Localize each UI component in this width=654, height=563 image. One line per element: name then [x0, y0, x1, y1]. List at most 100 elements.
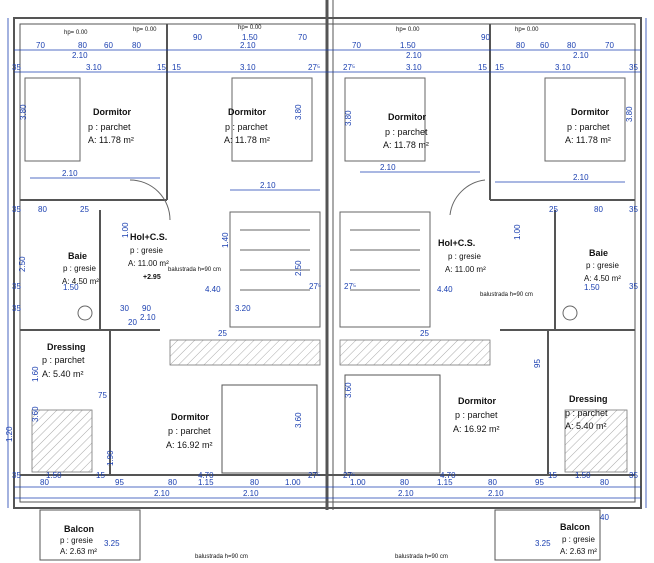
- room-area: A: 11.78 m²: [88, 135, 134, 145]
- room-name: Balcon: [64, 524, 94, 534]
- level-marker: +2.95: [143, 274, 161, 281]
- dim-label: 15: [157, 63, 166, 72]
- dim-label: 1.90: [106, 450, 115, 466]
- room-area: A: 11.78 m²: [565, 135, 611, 145]
- dim-label: 80: [516, 41, 525, 50]
- dim-label: 2.10: [62, 169, 78, 178]
- room-finish: p : parchet: [225, 122, 268, 132]
- balustrada-label: balustrada h=90 cm: [480, 292, 533, 298]
- room-labels: Dormitor p : parchet A: 11.78 m² Dormito…: [42, 107, 621, 556]
- room-finish: p : gresie: [130, 246, 163, 255]
- dim-label: 70: [352, 41, 361, 50]
- dim-label: 1.00: [285, 478, 301, 487]
- dim-label: 2.10: [140, 313, 156, 322]
- room-name: Dormitor: [93, 107, 131, 117]
- room-name: Dormitor: [388, 112, 426, 122]
- dim-label: 35: [629, 282, 638, 291]
- dim-label: 1.50: [584, 283, 600, 292]
- dim-label: 27⁵: [344, 282, 356, 291]
- room-name: Dormitor: [171, 412, 209, 422]
- dim-label: 35: [12, 304, 21, 313]
- dim-label: 80: [38, 205, 47, 214]
- dimension-lines: [7, 18, 647, 508]
- dim-label: 4.40: [437, 285, 453, 294]
- dim-label: 3.80: [625, 106, 634, 122]
- room-finish: p : parchet: [567, 122, 610, 132]
- room-finish: p : parchet: [565, 408, 608, 418]
- dim-label: 2.10: [72, 51, 88, 60]
- dim-label: 70: [36, 41, 45, 50]
- dim-label: 80: [250, 478, 259, 487]
- dim-label: 27⁵: [343, 63, 355, 72]
- dim-label: 30: [120, 304, 129, 313]
- dim-label: 35: [629, 63, 638, 72]
- dim-label: 3.10: [240, 63, 256, 72]
- dim-label: 1.60: [31, 366, 40, 382]
- dim-label: 3.25: [535, 539, 551, 548]
- dim-label: 1.15: [198, 478, 214, 487]
- sill-height-label: hp= 0.00: [515, 27, 539, 33]
- dim-label: 20: [128, 318, 137, 327]
- room-area: A: 2.63 m²: [560, 547, 597, 556]
- dim-label: 1.15: [437, 478, 453, 487]
- dim-label: 4.40: [205, 285, 221, 294]
- balustrada-label: balustrada h=90 cm: [395, 554, 448, 560]
- room-name: Hol+C.S.: [130, 232, 167, 242]
- annotations: hp= 0.00 hp= 0.00 hp= 0.00 hp= 0.00 hp= …: [64, 25, 539, 560]
- dim-label: 35: [12, 63, 21, 72]
- room-finish: p : gresie: [448, 252, 481, 261]
- dim-label: 1.50: [575, 471, 591, 480]
- dim-label: 27⁵: [308, 63, 320, 72]
- room-finish: p : parchet: [385, 127, 428, 137]
- dim-label: 2.10: [398, 489, 414, 498]
- dim-label: 3.60: [31, 406, 40, 422]
- dim-label: 25: [80, 205, 89, 214]
- dim-label: 1.00: [121, 222, 130, 238]
- room-area: A: 11.00 m²: [128, 259, 169, 268]
- dim-label: 70: [605, 41, 614, 50]
- dim-label: 15: [96, 471, 105, 480]
- dim-label: 4.70: [198, 471, 214, 480]
- dim-label: 1.20: [5, 426, 14, 442]
- dim-label: 3.25: [104, 539, 120, 548]
- dim-label: 80: [78, 41, 87, 50]
- dim-label: 3.80: [294, 104, 303, 120]
- vertical-dimension-values: 3.80 3.80 3.80 3.80 1.00 1.00 1.40 2.50 …: [5, 104, 634, 466]
- room-name: Dressing: [569, 394, 608, 404]
- dim-label: 80: [132, 41, 141, 50]
- dim-label: 4.70: [440, 471, 456, 480]
- dim-label: 40: [600, 513, 609, 522]
- dim-label: 95: [533, 359, 542, 368]
- sill-height-label: hp= 0.00: [133, 27, 157, 33]
- dim-label: 2.10: [380, 163, 396, 172]
- dim-label: 1.50: [63, 283, 79, 292]
- room-name: Baie: [589, 248, 608, 258]
- dim-label: 1.00: [513, 224, 522, 240]
- dim-label: 3.80: [19, 104, 28, 120]
- balustrada-label: balustrada h=90 cm: [195, 554, 248, 560]
- room-name: Dormitor: [228, 107, 266, 117]
- room-name: Baie: [68, 251, 87, 261]
- dim-label: 80: [40, 478, 49, 487]
- balustrada-label: balustrada h=90 cm: [168, 267, 221, 273]
- dim-label: 3.60: [344, 382, 353, 398]
- sill-height-label: hp= 0.00: [396, 27, 420, 33]
- dim-label: 90: [481, 33, 490, 42]
- dim-label: 2.10: [488, 489, 504, 498]
- room-area: A: 5.40 m²: [565, 421, 607, 431]
- dim-label: 80: [400, 478, 409, 487]
- dim-label: 3.10: [406, 63, 422, 72]
- dim-label: 2.10: [406, 51, 422, 60]
- dim-label: 27⁵: [343, 471, 355, 480]
- room-area: A: 4.50 m²: [62, 277, 99, 286]
- dim-label: 95: [535, 478, 544, 487]
- dim-label: 2.10: [573, 173, 589, 182]
- dim-label: 25: [420, 329, 429, 338]
- room-area: A: 4.50 m²: [584, 274, 621, 283]
- dim-label: 80: [600, 478, 609, 487]
- dim-label: 1.40: [221, 232, 230, 248]
- dim-label: 27⁵: [309, 282, 321, 291]
- dim-label: 35: [12, 205, 21, 214]
- dim-label: 3.80: [344, 110, 353, 126]
- dim-label: 35: [12, 282, 21, 291]
